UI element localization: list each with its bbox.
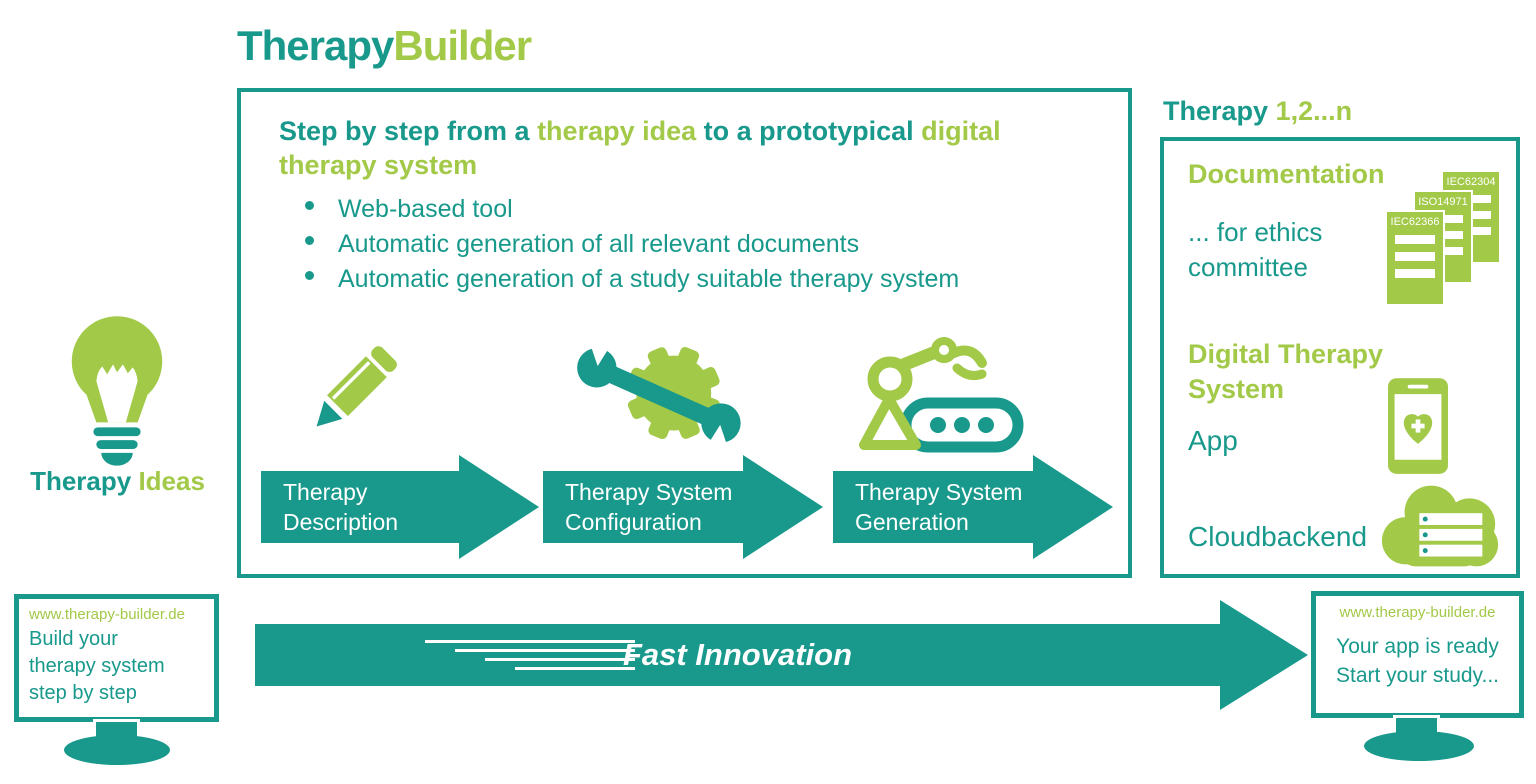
therapy-n-part1: Therapy [1163, 96, 1269, 126]
step-label-line1: Therapy System [565, 479, 733, 505]
arrow-head-icon [1033, 455, 1113, 559]
documents-stack-icon: IEC62304 ISO14971 IEC62366 [1385, 170, 1501, 306]
therapy-ideas-part2: Ideas [131, 466, 205, 496]
left-monitor-screen: www.therapy-builder.de Build your therap… [14, 594, 219, 722]
pencil-icon [316, 346, 397, 427]
step-label-line2: Configuration [565, 509, 702, 535]
list-item: Automatic generation of all relevant doc… [305, 231, 959, 258]
process-heading-line1: Step by step from a therapy idea to a pr… [279, 114, 1001, 148]
therapy-n-heading: Therapy 1,2...n [1163, 96, 1352, 127]
arrow-head-icon [743, 455, 823, 559]
page-title: TherapyBuilder [237, 22, 532, 70]
feature-list: Web-based tool Automatic generation of a… [305, 196, 959, 301]
right-monitor-url: www.therapy-builder.de [1339, 604, 1496, 621]
left-monitor-line3: step by step [29, 682, 137, 704]
list-item-label: Automatic generation of a study suitable… [338, 265, 960, 293]
fast-innovation-label-wrap: Fast Innovation [424, 637, 853, 673]
heading-seg: therapy idea [537, 116, 697, 146]
step-label-line1: Therapy System [855, 479, 1023, 505]
heading-seg: digital [921, 116, 1001, 146]
ethics-note-line2: committee [1188, 252, 1308, 282]
right-monitor-line1: Your app is ready [1336, 635, 1499, 658]
right-monitor-base [1364, 731, 1474, 761]
document-label: IEC62304 [1447, 176, 1496, 188]
step-arrow-system-configuration: Therapy System Configuration [543, 455, 823, 559]
list-item: Automatic generation of a study suitable… [305, 266, 959, 293]
bullet-icon [305, 271, 314, 280]
arrow-head-icon [459, 455, 539, 559]
step-label-line2: Generation [855, 509, 969, 535]
list-item-label: Web-based tool [338, 195, 513, 223]
therapy-n-part2: 1,2...n [1268, 96, 1353, 126]
list-item: Web-based tool [305, 196, 959, 223]
gear-wrench-icon [577, 332, 741, 458]
therapy-ideas-label: Therapy Ideas [10, 466, 225, 497]
document-label: ISO14971 [1418, 196, 1468, 208]
page-title-part1: Therapy [237, 22, 394, 69]
process-box: Step by step from a therapy idea to a pr… [237, 88, 1132, 578]
right-monitor-line2: Start your study... [1335, 664, 1499, 687]
right-monitor-text: Your app is ready Start your study... [1316, 632, 1519, 690]
page-title-part2: Builder [393, 22, 532, 69]
step-label-line2: Description [283, 509, 399, 535]
left-monitor-line2: therapy system [29, 655, 165, 677]
bullet-icon [305, 201, 314, 210]
heading-seg: Step by step from a [279, 116, 538, 146]
list-item-label: Automatic generation of all relevant doc… [338, 230, 860, 258]
step-arrow-therapy-description: Therapy Description [261, 455, 539, 559]
app-label: App [1188, 425, 1238, 456]
robot-arm-icon [859, 337, 1024, 453]
left-monitor-url: www.therapy-builder.de [29, 606, 185, 623]
cloud-icon [1381, 485, 1499, 567]
right-monitor-screen: www.therapy-builder.de Your app is ready… [1311, 591, 1524, 718]
ethics-note: ... for ethics committee [1188, 215, 1322, 285]
output-box: Documentation IEC62304 ISO14971 IEC62366 [1160, 137, 1520, 578]
fast-innovation-label: Fast Innovation [622, 637, 853, 672]
step-arrow-system-generation: Therapy System Generation [833, 455, 1113, 559]
documentation-title: Documentation [1188, 159, 1385, 189]
left-monitor-line1: Build your [29, 628, 118, 650]
therapy-ideas-part1: Therapy [30, 466, 132, 496]
left-monitor-text: Build your therapy system step by step [29, 626, 165, 707]
arrow-head-icon [1220, 600, 1308, 710]
heading-seg: to a prototypical [696, 116, 922, 146]
cloudbackend-label: Cloudbackend [1188, 521, 1368, 552]
bullet-icon [305, 236, 314, 245]
fast-innovation-arrow: Fast Innovation [255, 624, 1220, 686]
digital-system-title: Digital Therapy System [1188, 337, 1383, 407]
left-monitor-base [64, 735, 170, 765]
phone-icon [1388, 378, 1448, 474]
digital-system-title-line2: System [1188, 374, 1285, 404]
process-heading: Step by step from a therapy idea to a pr… [279, 114, 1001, 182]
step-arrow-body: Therapy Description [261, 471, 459, 543]
step-label-line1: Therapy [283, 479, 368, 505]
process-heading-line2: therapy system [279, 150, 478, 180]
digital-system-title-line1: Digital Therapy [1188, 339, 1384, 369]
document-label: IEC62366 [1391, 216, 1440, 228]
lightbulb-icon [71, 316, 163, 466]
step-arrow-body: Therapy System Configuration [543, 471, 743, 543]
ethics-note-line1: ... for ethics [1188, 217, 1323, 247]
speed-lines-icon [424, 640, 635, 670]
step-arrow-body: Therapy System Generation [833, 471, 1033, 543]
